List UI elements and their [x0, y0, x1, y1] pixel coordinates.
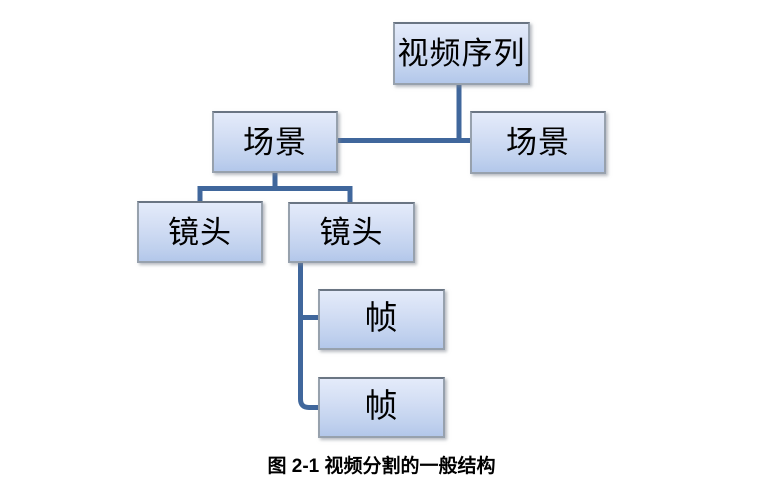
node-scene-left: 场景	[212, 111, 338, 173]
connector-scene-to-shots	[197, 173, 353, 202]
figure-caption: 图 2-1 视频分割的一般结构	[267, 456, 496, 477]
node-frame-top: 帧	[318, 289, 445, 350]
connector-videoseq-to-scenes	[338, 85, 470, 143]
node-frame-bottom: 帧	[318, 377, 445, 438]
node-scene-right: 场景	[470, 111, 606, 174]
node-shot-right: 镜头	[288, 202, 415, 263]
node-video-sequence: 视频序列	[393, 22, 530, 85]
connector-shot-to-frames	[298, 263, 318, 410]
node-shot-left: 镜头	[137, 201, 263, 263]
